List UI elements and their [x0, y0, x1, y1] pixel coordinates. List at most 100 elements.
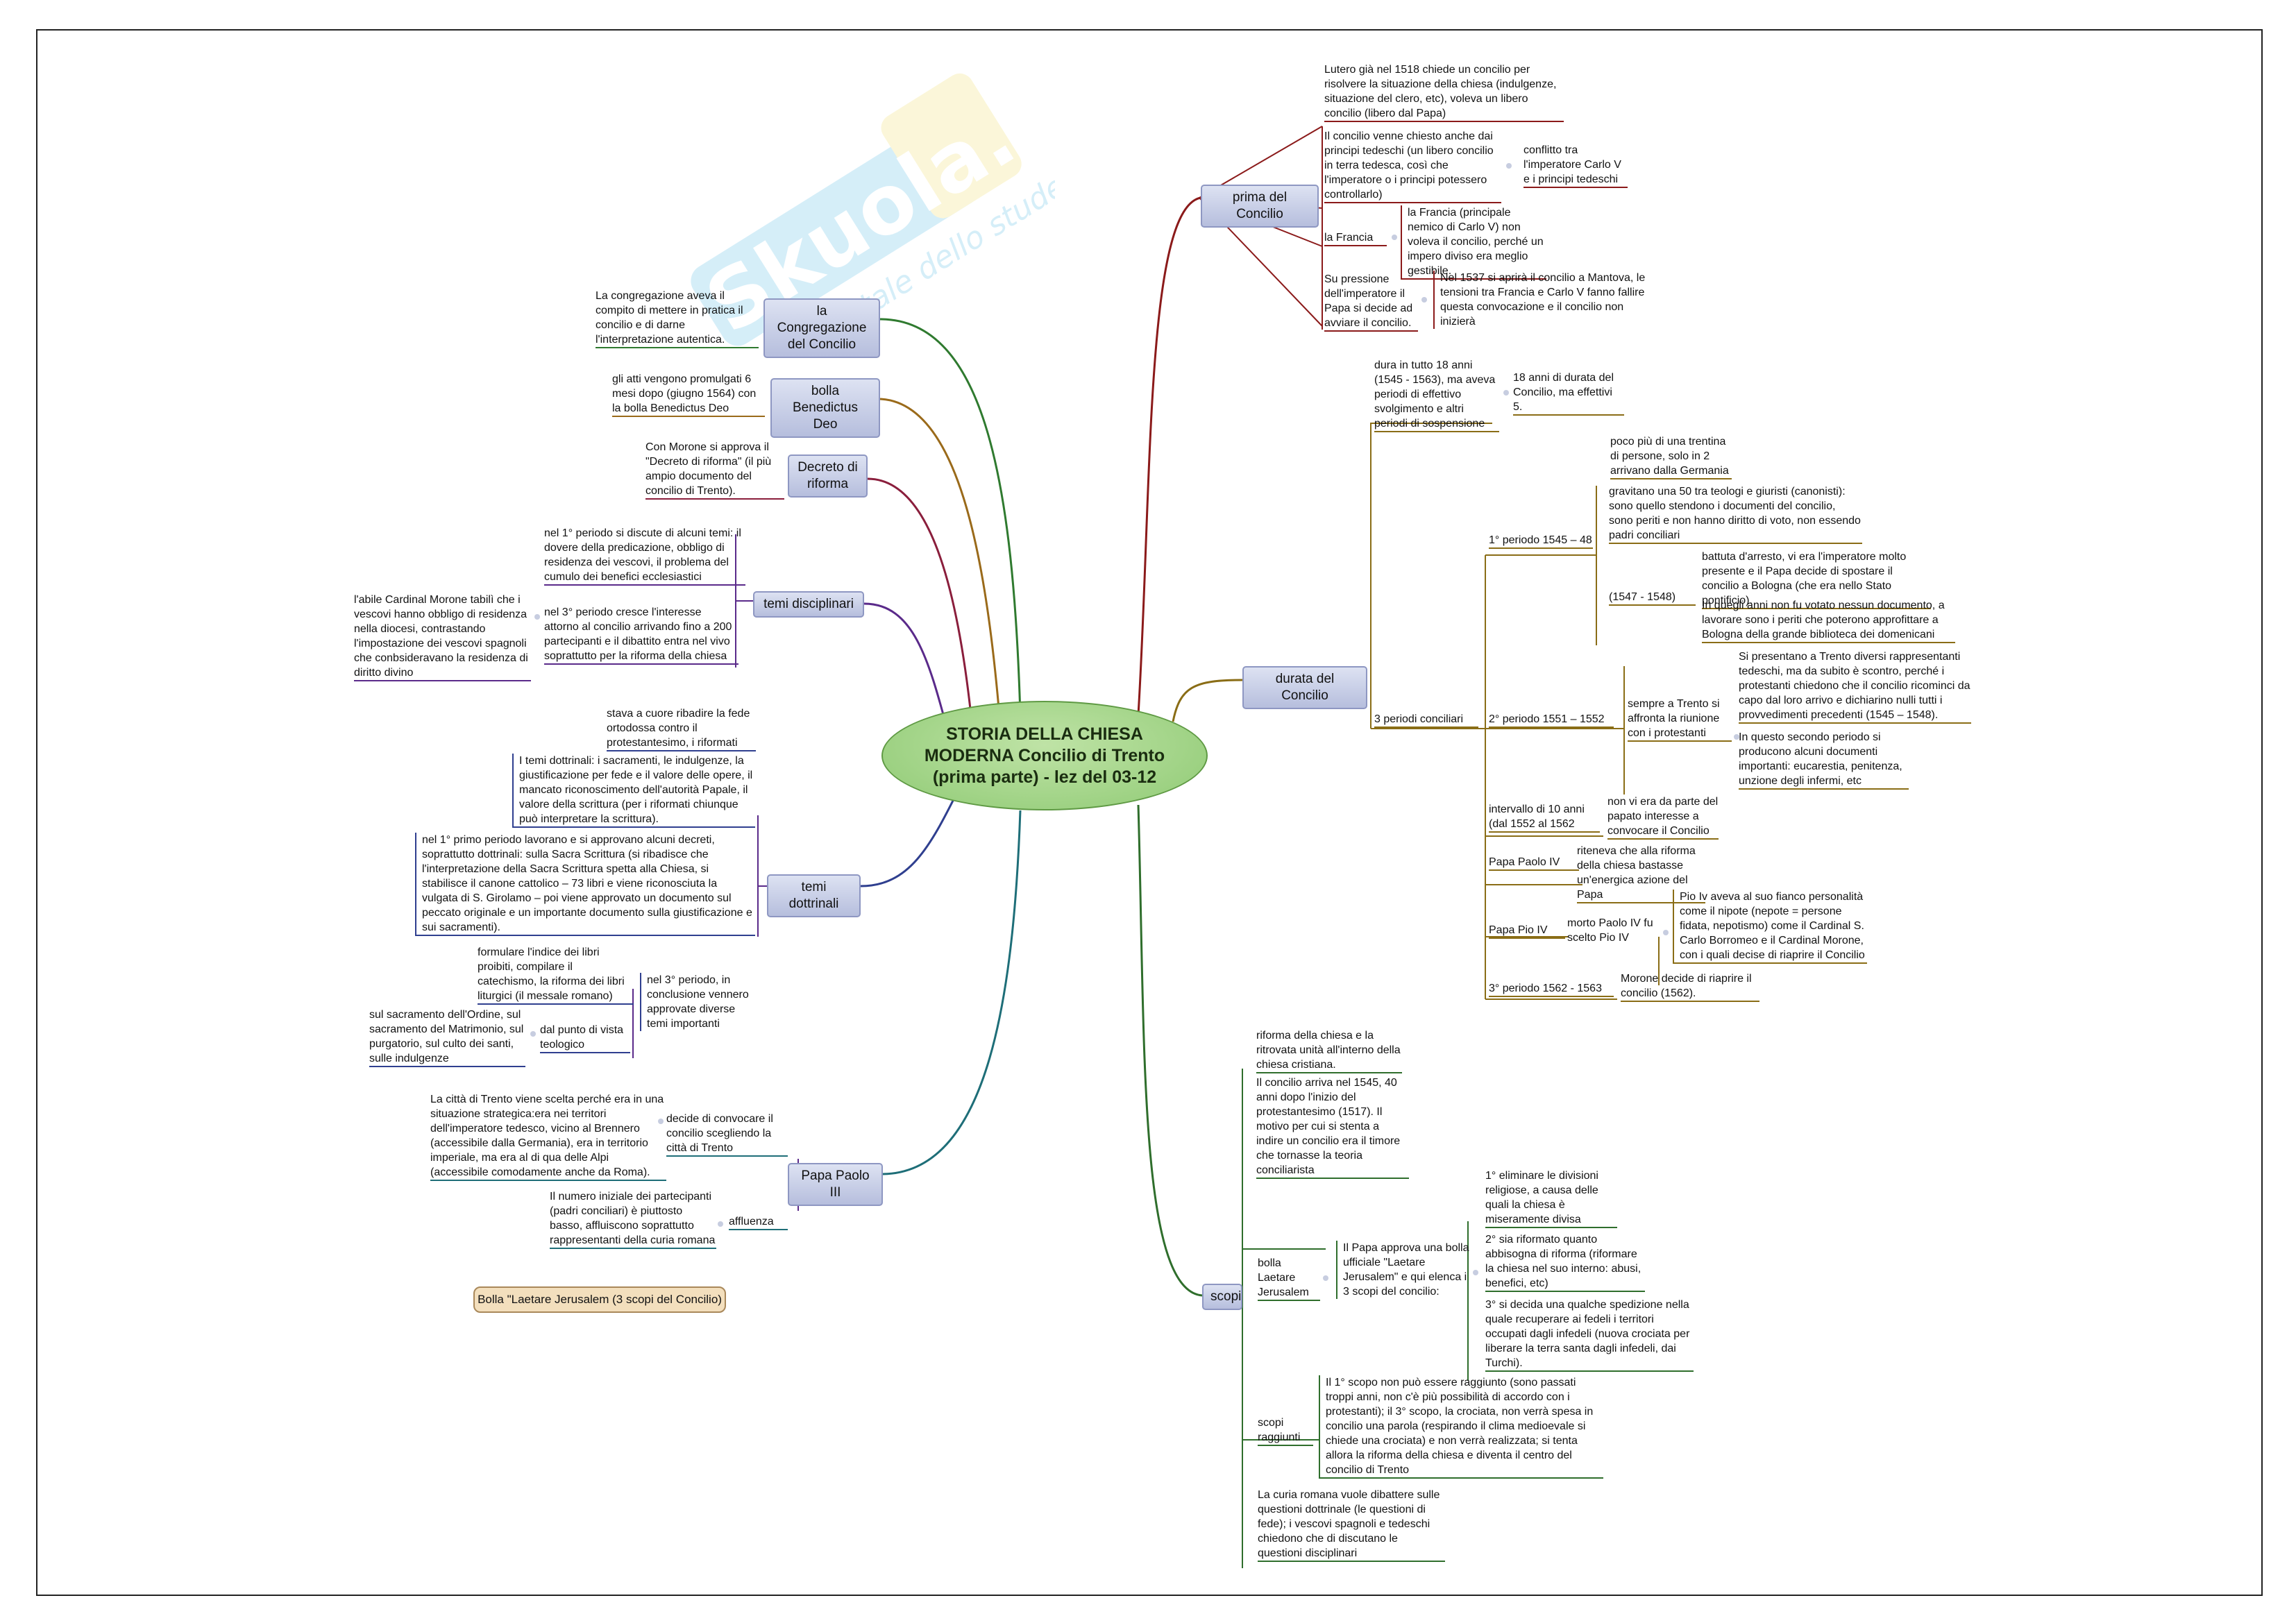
central-topic[interactable]: STORIA DELLA CHIESA MODERNA Concilio di …: [881, 701, 1208, 810]
note-p2-documenti: In questo secondo periodo si producono a…: [1739, 730, 1909, 790]
note-terzo-periodo: nel 3° periodo, in conclusione vennero a…: [640, 973, 758, 1031]
note-indice-libri: formulare l'indice dei libri proibiti, c…: [478, 945, 634, 1005]
note-text: bolla Laetare Jerusalem: [1258, 1257, 1309, 1298]
note-text: 2° sia riformato quanto abbisogna di rif…: [1485, 1234, 1641, 1289]
note-concilio-arriva: Il concilio arriva nel 1545, 40 anni dop…: [1256, 1076, 1409, 1179]
connector-dot: [1392, 235, 1397, 240]
topic-temi-disciplinari[interactable]: temi disciplinari: [753, 591, 864, 618]
note-text: intervallo di 10 anni (dal 1552 al 1562: [1489, 804, 1585, 830]
connector: [1370, 423, 1660, 1000]
topic-label: Decreto di riforma: [797, 460, 858, 491]
connector-dot: [1421, 297, 1427, 303]
topic-scopi[interactable]: scopi: [1202, 1284, 1242, 1310]
note-text: poco più di una trentina di persone, sol…: [1610, 436, 1729, 477]
note-text: nel 3° periodo cresce l'interesse attorn…: [544, 606, 732, 662]
note-decreti: nel 1° primo periodo lavorano e si appro…: [415, 833, 755, 936]
note-francia: la Francia (principale nemico di Carlo V…: [1401, 205, 1546, 280]
note-text: (1547 - 1548): [1609, 591, 1676, 603]
label-intervallo: intervallo di 10 anni (dal 1552 al 1562: [1489, 802, 1600, 833]
note-text: formulare l'indice dei libri proibiti, c…: [478, 946, 625, 1002]
topic-durata-del-concilio[interactable]: durata del Concilio: [1242, 666, 1367, 709]
note-punto-teologico: dal punto di vista teologico: [540, 1023, 630, 1053]
label-1547-1548: (1547 - 1548): [1609, 590, 1696, 606]
note-diciotto-anni: dura in tutto 18 anni (1545 - 1563), ma …: [1374, 358, 1499, 432]
topic-temi-dottrinali[interactable]: temi dottrinali: [767, 874, 861, 917]
connector-dot: [1503, 390, 1509, 396]
note-p3: Morone decide di riaprire il concilio (1…: [1621, 971, 1759, 1002]
branch-bolla: [879, 398, 1001, 717]
note-text: Il 1° scopo non può essere raggiunto (so…: [1326, 1377, 1594, 1476]
note-conflitto: conflitto tra l'imperatore Carlo V e i p…: [1523, 143, 1628, 188]
note-text: decide di convocare il concilio sceglien…: [666, 1113, 773, 1154]
note-text: Pio Iv aveva al suo fianco personalità c…: [1680, 891, 1865, 961]
topic-label: durata del Concilio: [1275, 672, 1335, 703]
note-text: 3 periodi conciliari: [1374, 713, 1464, 725]
note-text: gravitano una 50 tra teologi e giuristi …: [1609, 486, 1861, 541]
connector: [1242, 1069, 1469, 1568]
note-p2-tedeschi: Si presentano a Trento diversi rappresen…: [1739, 649, 1971, 724]
branch-decreto: [867, 477, 973, 722]
note-p1-teologi: gravitano una 50 tra teologi e giuristi …: [1609, 484, 1862, 544]
note-citta-trento: La città di Trento viene scelta perché e…: [430, 1092, 666, 1181]
note-text: 2° periodo 1551 – 1552: [1489, 713, 1605, 725]
note-p1-arresto: battuta d'arresto, vi era l'imperatore m…: [1702, 550, 1931, 609]
note-text: La congregazione aveva il compito di met…: [596, 290, 743, 346]
topic-label: scopi: [1210, 1289, 1242, 1304]
connector-dot: [1734, 734, 1739, 740]
topic-congregazione[interactable]: la Congregazione del Concilio: [763, 298, 880, 358]
note-decide-convocare: decide di convocare il concilio sceglien…: [666, 1112, 788, 1157]
note-text: conflitto tra l'imperatore Carlo V e i p…: [1523, 144, 1621, 185]
note-bolla-laetare: Il Papa approva una bolla ufficiale "Lae…: [1336, 1241, 1475, 1299]
note-bolla-benedictus: gli atti vengono promulgati 6 mesi dopo …: [612, 372, 765, 417]
note-text: nel 1° periodo si discute di alcuni temi…: [544, 527, 741, 583]
branch-congregazione: [879, 318, 1022, 715]
note-numero-partecipanti: Il numero iniziale dei partecipanti (pad…: [550, 1189, 716, 1249]
topic-papa-paolo-iii[interactable]: Papa Paolo III: [788, 1163, 883, 1206]
note-text: stava a cuore ribadire la fede ortodossa…: [607, 708, 750, 749]
note-decreto: Con Morone si approva il "Decreto di rif…: [645, 440, 784, 500]
note-text: Lutero già nel 1518 chiede un concilio p…: [1324, 64, 1557, 119]
note-pio-iv-scelto: morto Paolo IV fu scelto Pio IV: [1567, 916, 1661, 945]
floating-bolla-laetare[interactable]: Bolla "Laetare Jerusalem (3 scopi del Co…: [473, 1286, 726, 1313]
note-text: sempre a Trento si affronta la riunione …: [1628, 698, 1720, 739]
note-text: 18 anni di durata del Concilio, ma effet…: [1513, 372, 1614, 413]
note-p1-trentina: poco più di una trentina di persone, sol…: [1610, 434, 1732, 479]
note-text: gli atti vengono promulgati 6 mesi dopo …: [612, 373, 757, 414]
topic-label: Papa Paolo III: [801, 1169, 870, 1200]
topic-decreto-di-riforma[interactable]: Decreto di riforma: [788, 454, 868, 498]
note-riforma-unita: riforma della chiesa e la ritrovata unit…: [1256, 1028, 1402, 1073]
branch-scopi: [1137, 804, 1203, 1297]
note-fede-ortodossa: stava a cuore ribadire la fede ortodossa…: [607, 706, 756, 751]
note-text: dura in tutto 18 anni (1545 - 1563), ma …: [1374, 359, 1496, 430]
label-periodo-3: 3° periodo 1562 - 1563: [1489, 981, 1614, 997]
note-pressione: Su pressione dell'imperatore il Papa si …: [1324, 272, 1418, 332]
note-text: la Francia (principale nemico di Carlo V…: [1408, 207, 1544, 277]
connector-dot: [658, 1119, 664, 1124]
topic-label: la Congregazione del Concilio: [777, 304, 867, 352]
topic-prima-del-concilio[interactable]: prima del Concilio: [1201, 185, 1319, 228]
label-periodo-2: 2° periodo 1551 – 1552: [1489, 712, 1614, 728]
topic-label: bolla Benedictus Deo: [792, 384, 858, 432]
connector-dot: [534, 614, 540, 620]
branch-dottrinali: [860, 790, 959, 887]
branch-prima: [1137, 196, 1201, 715]
note-text: 3° si decida una qualche spedizione nell…: [1485, 1299, 1690, 1369]
label-bolla-laetare: bolla Laetare Jerusalem: [1258, 1256, 1320, 1301]
branch-durata: [1172, 679, 1243, 722]
note-text: l'abile Cardinal Morone tabilì che i ves…: [354, 594, 528, 679]
note-scopo-1: 1° eliminare le divisioni religiose, a c…: [1485, 1169, 1617, 1228]
note-p2-riunione: sempre a Trento si affronta la riunione …: [1628, 697, 1732, 742]
topic-bolla-benedictus-deo[interactable]: bolla Benedictus Deo: [770, 378, 880, 438]
connector-dot: [1506, 163, 1512, 169]
note-text: Morone decide di riaprire il concilio (1…: [1621, 973, 1752, 999]
note-disciplinari-1: nel 1° periodo si discute di alcuni temi…: [544, 526, 745, 586]
connector-dot: [530, 1031, 536, 1037]
note-text: Il concilio venne chiesto anche dai prin…: [1324, 130, 1494, 201]
bolla-laetare-label: Bolla "Laetare Jerusalem (3 scopi del Co…: [478, 1293, 722, 1306]
note-text: 1° periodo 1545 – 48: [1489, 534, 1592, 546]
note-mantova: Nel 1537 si aprirà il concilio a Mantova…: [1433, 271, 1648, 329]
note-text: sul sacramento dell'Ordine, sul sacramen…: [369, 1009, 524, 1064]
note-text: affluenza: [729, 1216, 774, 1227]
note-text: I temi dottrinali: i sacramenti, le indu…: [519, 755, 753, 825]
note-text: nel 1° primo periodo lavorano e si appro…: [422, 834, 752, 933]
